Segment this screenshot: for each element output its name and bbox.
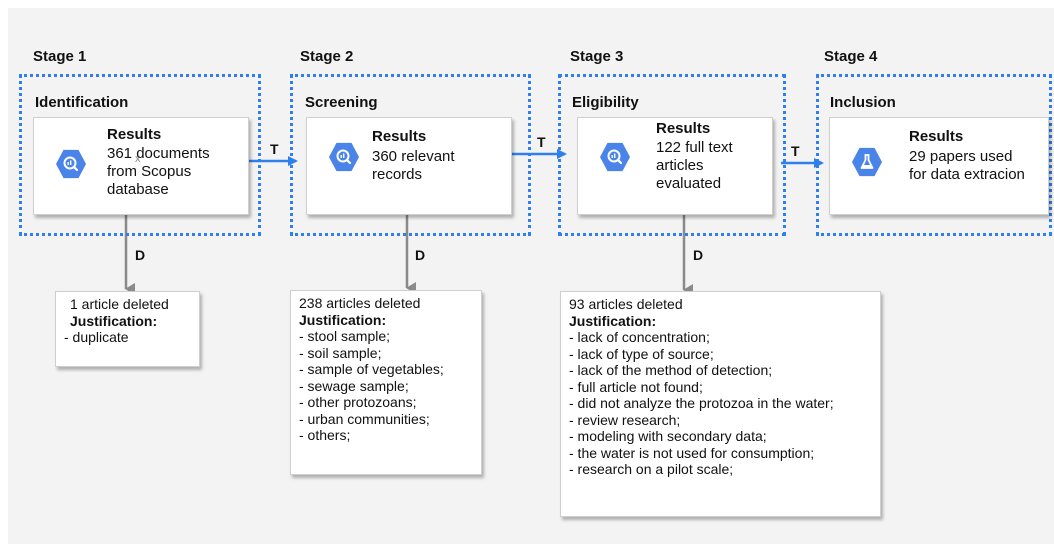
- deletion-count: 1 article deleted: [70, 296, 169, 312]
- stage-2-label: Stage 2: [300, 48, 354, 65]
- stage-1-result-line-2: from Scopus: [107, 163, 192, 180]
- deletion-count: 238 articles deleted: [299, 295, 421, 311]
- flow-diagram: Stage 1 Stage 2 Stage 3 Stage 4 Identifi…: [8, 8, 1054, 544]
- reason-list: - duplicate: [64, 329, 191, 346]
- deletion-note-1: 1 article deleted Justification: - dupli…: [55, 291, 200, 367]
- stage-4-title: Inclusion: [830, 94, 896, 111]
- magnifier-chart-icon: [56, 149, 86, 179]
- stage-4-box: Inclusion Results 29 papers used for dat…: [816, 74, 1052, 236]
- deletion-note-2: 238 articles deleted Justification: - st…: [290, 290, 482, 475]
- stage-4-result-title: Results: [909, 128, 964, 145]
- reason-item: - soil sample;: [299, 344, 382, 361]
- stage-1-result-line-3: database: [107, 181, 169, 198]
- stage-2-result-line-1: 360 relevant: [372, 148, 455, 165]
- reason-item: - did not analyze the protozoa in the wa…: [569, 395, 834, 411]
- stage-2-box: Screening Results 360 relevant records: [290, 74, 531, 236]
- reason-list: - lack of concentration; - lack of type …: [569, 329, 872, 478]
- reason-list: - stool sample; - soil sample; - sample …: [299, 328, 473, 444]
- stage-2-result-title: Results: [372, 128, 427, 145]
- reason-item: - others;: [299, 427, 351, 443]
- reason-item: - sample of vegetables;: [299, 361, 444, 377]
- flask-icon: [852, 147, 882, 177]
- stage-3-title: Eligibility: [572, 94, 639, 111]
- stage-3-result-title: Results: [656, 120, 711, 137]
- stage-4-label: Stage 4: [824, 48, 878, 65]
- deletion-label-3: D: [693, 247, 704, 263]
- stage-2-result-card: Results 360 relevant records: [306, 117, 512, 215]
- reason-item: - duplicate: [64, 329, 129, 345]
- deletion-note-3: 93 articles deleted Justification: - lac…: [560, 291, 881, 517]
- stage-3-result-card: Results 122 full text articles evaluated: [577, 117, 773, 215]
- stage-3-label: Stage 3: [570, 48, 624, 65]
- stage-3-result-line-1: 122 full text: [656, 139, 733, 156]
- deletion-label-2: D: [415, 247, 426, 263]
- reason-item: - other protozoans;: [299, 394, 417, 410]
- magnifier-chart-icon: [600, 142, 630, 172]
- deletion-count: 93 articles deleted: [569, 296, 683, 312]
- stage-1-box: Identification Results 361 documents fro…: [19, 74, 261, 236]
- justification-label: Justification:: [569, 312, 657, 329]
- transition-label-1: T: [270, 141, 279, 157]
- connector-layer: [124, 149, 824, 296]
- stage-1-result-line-1: 361 documents: [107, 145, 210, 162]
- stage-4-result-card: Results 29 papers used for data extracio…: [829, 117, 1049, 215]
- stage-3-box: Eligibility Results 122 full text articl…: [558, 74, 786, 236]
- stage-3-result-line-3: evaluated: [656, 175, 722, 192]
- reason-item: - lack of the method of detection;: [569, 362, 773, 378]
- reason-item: - sewage sample;: [299, 377, 409, 394]
- stage-1-label: Stage 1: [33, 48, 87, 65]
- transition-label-2: T: [537, 134, 546, 150]
- reason-item: - the water is not used for consumption;: [569, 444, 815, 461]
- stray-mark: x: [135, 153, 141, 165]
- stage-1-title: Identification: [35, 94, 129, 111]
- stage-4-result-line-2: for data extracion: [909, 166, 1025, 183]
- reason-item: - full article not found;: [569, 378, 703, 395]
- stage-2-title: Screening: [305, 94, 378, 111]
- deletion-label-1: D: [135, 247, 146, 263]
- stage-2-result-line-2: records: [372, 166, 423, 183]
- reason-item: - research on a pilot scale;: [569, 461, 734, 477]
- stage-4-result-line-1: 29 papers used: [909, 148, 1013, 165]
- reason-item: - review research;: [569, 411, 681, 428]
- reason-item: - lack of type of source;: [569, 345, 714, 362]
- justification-label: Justification:: [70, 312, 158, 329]
- reason-item: - urban communities;: [299, 410, 430, 427]
- stage-3-result-line-2: articles: [656, 157, 704, 174]
- reason-item: - stool sample;: [299, 328, 391, 344]
- magnifier-chart-icon: [329, 142, 359, 172]
- reason-item: - lack of concentration;: [569, 329, 710, 345]
- reason-item: - modeling with secondary data;: [569, 428, 767, 444]
- transition-label-3: T: [791, 143, 800, 159]
- justification-label: Justification:: [299, 311, 387, 328]
- stage-1-result-card: Results 361 documents from Scopus databa…: [33, 117, 249, 215]
- stage-1-result-title: Results: [107, 126, 162, 143]
